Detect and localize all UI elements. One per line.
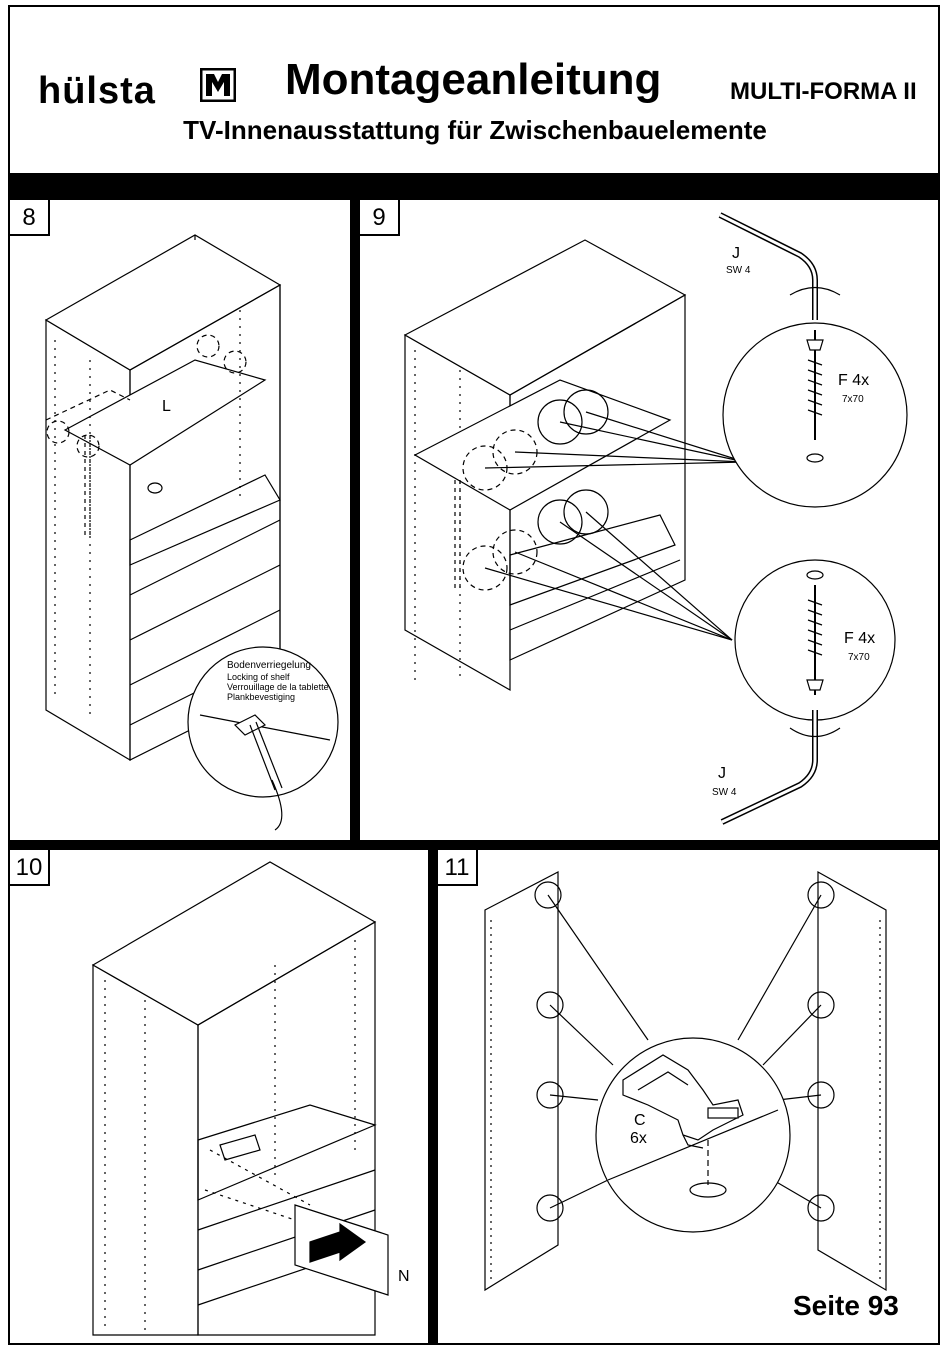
model-name: MULTI-FORMA II xyxy=(730,78,917,106)
step-10-panel: 10 N xyxy=(10,850,428,1343)
tool-label-bottom: J xyxy=(718,765,726,783)
brand-name: hülsta xyxy=(38,70,156,113)
screw-size-bottom: 7x70 xyxy=(848,652,870,663)
hinge-label: C xyxy=(634,1112,646,1130)
tool-size-top: SW 4 xyxy=(726,265,750,276)
callout-label-fr: Verrouillage de la tablette xyxy=(227,682,329,692)
divider-horizontal xyxy=(8,840,940,850)
step-9-panel: 9 xyxy=(360,200,938,840)
callout-label-en: Locking of shelf xyxy=(227,672,290,682)
step-11-illustration xyxy=(438,850,938,1343)
hinge-qty: 6x xyxy=(630,1130,647,1148)
page-title: Montageanleitung xyxy=(285,55,661,105)
header-bar xyxy=(8,173,940,200)
tool-label-top: J xyxy=(732,245,740,263)
step-8-illustration xyxy=(10,200,350,840)
divider-vertical-top xyxy=(350,200,360,840)
step-9-illustration xyxy=(360,200,938,840)
part-label-n: N xyxy=(398,1268,410,1286)
screw-size-top: 7x70 xyxy=(842,394,864,405)
callout-label-nl: Plankbevestiging xyxy=(227,692,295,702)
screw-qty-bottom: F 4x xyxy=(844,630,875,648)
screw-qty-top: F 4x xyxy=(838,372,869,390)
part-label-l: L xyxy=(162,398,171,416)
step-8-panel: 8 xyxy=(10,200,350,840)
page-number: Seite 93 xyxy=(793,1290,899,1322)
hulsta-logo-icon xyxy=(200,68,236,102)
tool-size-bottom: SW 4 xyxy=(712,787,736,798)
step-10-illustration xyxy=(10,850,428,1343)
divider-vertical-bottom xyxy=(428,850,438,1345)
page-subtitle: TV-Innenausstattung für Zwischenbaueleme… xyxy=(0,115,950,146)
step-11-panel: 11 xyxy=(438,850,938,1343)
callout-label-de: Bodenverriegelung xyxy=(227,660,311,671)
